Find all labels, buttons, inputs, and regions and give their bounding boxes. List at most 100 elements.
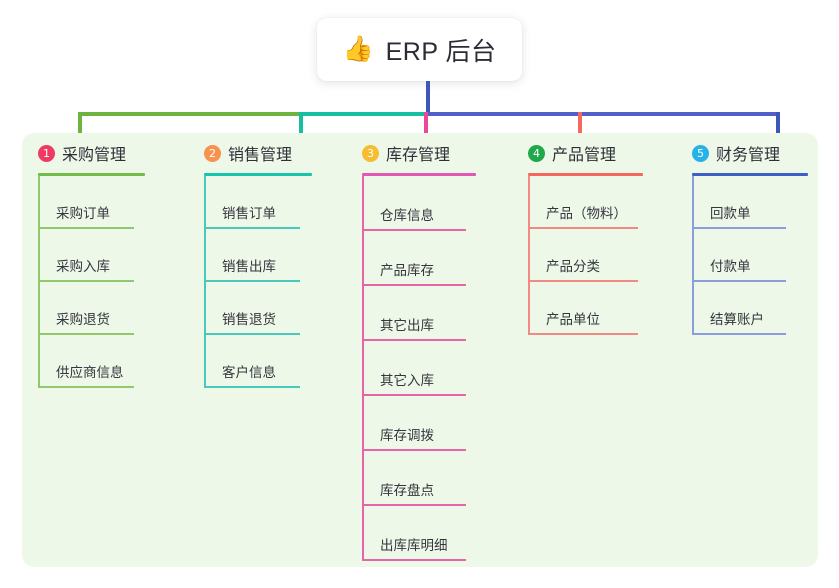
column-item-list: 回款单付款单结算账户 bbox=[676, 176, 808, 335]
column-header-rule bbox=[204, 173, 312, 176]
list-item-rule bbox=[38, 227, 134, 229]
drop-connector-2 bbox=[299, 112, 303, 148]
list-item-label: 出库库明细 bbox=[380, 538, 448, 553]
column-header-1[interactable]: 1 采购管理 bbox=[22, 140, 145, 166]
column-spine bbox=[204, 176, 206, 388]
list-item[interactable]: 付款单 bbox=[676, 229, 800, 282]
list-item-rule bbox=[204, 227, 300, 229]
list-item-rule bbox=[362, 284, 466, 286]
content-panel bbox=[22, 133, 818, 567]
bus-segment-blue bbox=[426, 112, 780, 116]
column-header-rule bbox=[38, 173, 145, 176]
column-title: 销售管理 bbox=[228, 147, 293, 164]
column-item-list: 采购订单采购入库采购退货供应商信息 bbox=[22, 176, 145, 388]
list-item-rule bbox=[692, 333, 786, 335]
list-item-label: 销售退货 bbox=[222, 312, 276, 327]
column-header-rule bbox=[362, 173, 476, 176]
column-header-5[interactable]: 5 财务管理 bbox=[676, 140, 808, 166]
list-item-label: 采购入库 bbox=[56, 259, 110, 274]
list-item[interactable]: 销售订单 bbox=[188, 176, 314, 229]
list-item-label: 其它出库 bbox=[380, 318, 434, 333]
list-item-rule bbox=[204, 280, 300, 282]
bus-segment-green bbox=[78, 112, 302, 116]
list-item[interactable]: 其它出库 bbox=[346, 286, 480, 341]
column-header-4[interactable]: 4 产品管理 bbox=[512, 140, 643, 166]
column-spine bbox=[692, 176, 694, 335]
list-item[interactable]: 库存调拨 bbox=[346, 396, 480, 451]
column-badge-icon: 5 bbox=[692, 144, 709, 162]
list-item[interactable]: 采购入库 bbox=[22, 229, 148, 282]
column-badge-icon: 1 bbox=[38, 144, 55, 162]
drop-connector-3 bbox=[424, 112, 428, 148]
list-item-label: 供应商信息 bbox=[56, 365, 124, 380]
list-item-rule bbox=[38, 280, 134, 282]
list-item-label: 结算账户 bbox=[710, 312, 764, 327]
list-item-rule bbox=[362, 504, 466, 506]
root-node[interactable]: 👍 ERP 后台 bbox=[317, 18, 522, 81]
list-item[interactable]: 回款单 bbox=[676, 176, 800, 229]
column-title: 产品管理 bbox=[552, 147, 617, 164]
column-item-list: 销售订单销售出库销售退货客户信息 bbox=[188, 176, 312, 388]
thumbs-up-icon: 👍 bbox=[342, 35, 374, 63]
list-item[interactable]: 其它入库 bbox=[346, 341, 480, 396]
list-item-label: 其它入库 bbox=[380, 373, 434, 388]
column-5: 5 财务管理回款单付款单结算账户 bbox=[676, 140, 808, 335]
list-item-rule bbox=[528, 280, 638, 282]
list-item-rule bbox=[204, 386, 300, 388]
list-item[interactable]: 产品分类 bbox=[512, 229, 652, 282]
root-stem-connector bbox=[426, 81, 430, 114]
list-item[interactable]: 供应商信息 bbox=[22, 335, 148, 388]
column-header-rule bbox=[692, 173, 808, 176]
list-item-rule bbox=[362, 394, 466, 396]
column-badge-icon: 3 bbox=[362, 144, 379, 162]
root-title: ERP 后台 bbox=[385, 37, 497, 66]
list-item-rule bbox=[38, 386, 134, 388]
list-item-rule bbox=[692, 280, 786, 282]
list-item-label: 客户信息 bbox=[222, 365, 276, 380]
drop-connector-5 bbox=[776, 112, 780, 148]
list-item[interactable]: 库存盘点 bbox=[346, 451, 480, 506]
list-item[interactable]: 仓库信息 bbox=[346, 176, 480, 231]
list-item-label: 销售出库 bbox=[222, 259, 276, 274]
list-item[interactable]: 产品库存 bbox=[346, 231, 480, 286]
column-2: 2 销售管理销售订单销售出库销售退货客户信息 bbox=[188, 140, 312, 388]
column-header-3[interactable]: 3 库存管理 bbox=[346, 140, 476, 166]
list-item-label: 库存调拨 bbox=[380, 428, 434, 443]
list-item-label: 付款单 bbox=[710, 259, 751, 274]
list-item-label: 产品分类 bbox=[546, 259, 600, 274]
column-header-2[interactable]: 2 销售管理 bbox=[188, 140, 312, 166]
list-item-label: 采购退货 bbox=[56, 312, 110, 327]
column-title: 采购管理 bbox=[62, 147, 127, 164]
list-item-label: 销售订单 bbox=[222, 206, 276, 221]
list-item[interactable]: 客户信息 bbox=[188, 335, 314, 388]
list-item-label: 产品（物料） bbox=[546, 206, 627, 221]
column-title: 财务管理 bbox=[716, 147, 781, 164]
column-title: 库存管理 bbox=[386, 147, 451, 164]
bus-segment-teal bbox=[300, 112, 428, 116]
column-badge-icon: 2 bbox=[204, 144, 221, 162]
list-item-rule bbox=[204, 333, 300, 335]
list-item-rule bbox=[38, 333, 134, 335]
drop-connector-1 bbox=[78, 112, 82, 148]
column-header-rule bbox=[528, 173, 643, 176]
list-item-label: 仓库信息 bbox=[380, 208, 434, 223]
list-item[interactable]: 出库库明细 bbox=[346, 506, 480, 561]
list-item-label: 回款单 bbox=[710, 206, 751, 221]
column-badge-icon: 4 bbox=[528, 144, 545, 162]
column-spine bbox=[362, 176, 364, 561]
list-item-rule bbox=[528, 227, 638, 229]
list-item-label: 库存盘点 bbox=[380, 483, 434, 498]
list-item[interactable]: 结算账户 bbox=[676, 282, 800, 335]
list-item[interactable]: 销售出库 bbox=[188, 229, 314, 282]
list-item-rule bbox=[528, 333, 638, 335]
column-spine bbox=[38, 176, 40, 388]
list-item[interactable]: 销售退货 bbox=[188, 282, 314, 335]
list-item[interactable]: 采购退货 bbox=[22, 282, 148, 335]
list-item[interactable]: 产品单位 bbox=[512, 282, 652, 335]
list-item[interactable]: 采购订单 bbox=[22, 176, 148, 229]
list-item-rule bbox=[362, 229, 466, 231]
list-item[interactable]: 产品（物料） bbox=[512, 176, 652, 229]
